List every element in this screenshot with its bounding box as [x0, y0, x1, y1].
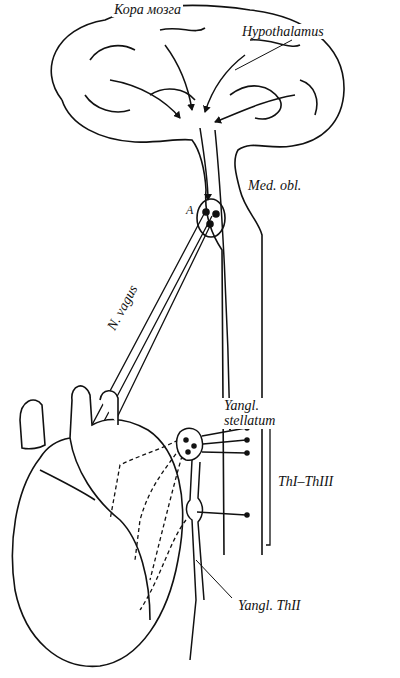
drawing-part — [198, 462, 204, 600]
drawing-part — [100, 391, 118, 425]
drawing-part — [20, 400, 45, 449]
drawing-part — [245, 451, 249, 455]
drawing-part — [250, 40, 300, 46]
drawing-part — [300, 80, 317, 115]
label-text: Кора мозга — [112, 2, 183, 17]
drawing-part — [240, 190, 262, 555]
drawing-part — [62, 100, 206, 190]
label-text: Yangl. stellatum — [222, 398, 306, 429]
drawing-part — [85, 95, 130, 112]
drawing-part — [160, 28, 205, 31]
drawing-part — [70, 438, 150, 620]
spinal-cord — [197, 190, 262, 555]
cortical-arrows — [110, 45, 295, 430]
segment-bracket — [266, 425, 270, 545]
drawing-part — [90, 46, 135, 60]
drawing-part — [206, 190, 224, 555]
label-text: ThI–ThIII — [276, 474, 335, 489]
drawing-part — [245, 438, 249, 442]
drawing-part — [205, 55, 245, 112]
leader-lines — [196, 40, 292, 598]
sympathetic-fibres — [110, 440, 186, 610]
label-text: A — [184, 204, 195, 217]
drawing-part — [230, 86, 281, 119]
drawing-part — [135, 448, 180, 560]
drawing-part — [110, 80, 180, 118]
drawing-part — [200, 128, 208, 200]
drawing-part — [213, 211, 219, 217]
drawing-part — [51, 5, 344, 190]
drawing-part — [196, 560, 232, 598]
label-text: Med. obl. — [246, 178, 303, 193]
drawing-part — [165, 45, 192, 110]
drawing-part — [177, 428, 203, 460]
brain — [51, 5, 344, 190]
heart — [12, 386, 182, 666]
drawing-part — [184, 438, 188, 442]
drawing-part — [186, 460, 196, 660]
drawing-part — [140, 520, 186, 610]
drawing-part — [215, 95, 295, 122]
drawing-part — [150, 456, 182, 580]
label-text: Hypothalamus — [240, 24, 326, 39]
sympathetic-chain — [177, 426, 249, 660]
drawing-part — [266, 425, 270, 545]
drawing-part — [245, 513, 249, 517]
drawing-part — [40, 470, 95, 500]
drawing-part — [186, 450, 190, 454]
drawing-part — [192, 444, 196, 448]
drawing-part — [12, 386, 182, 666]
label-text: N. vagus — [103, 281, 141, 335]
label-text: Yangl. ThII — [236, 598, 303, 613]
drawing-part — [235, 40, 292, 70]
drawing-part — [197, 428, 246, 515]
